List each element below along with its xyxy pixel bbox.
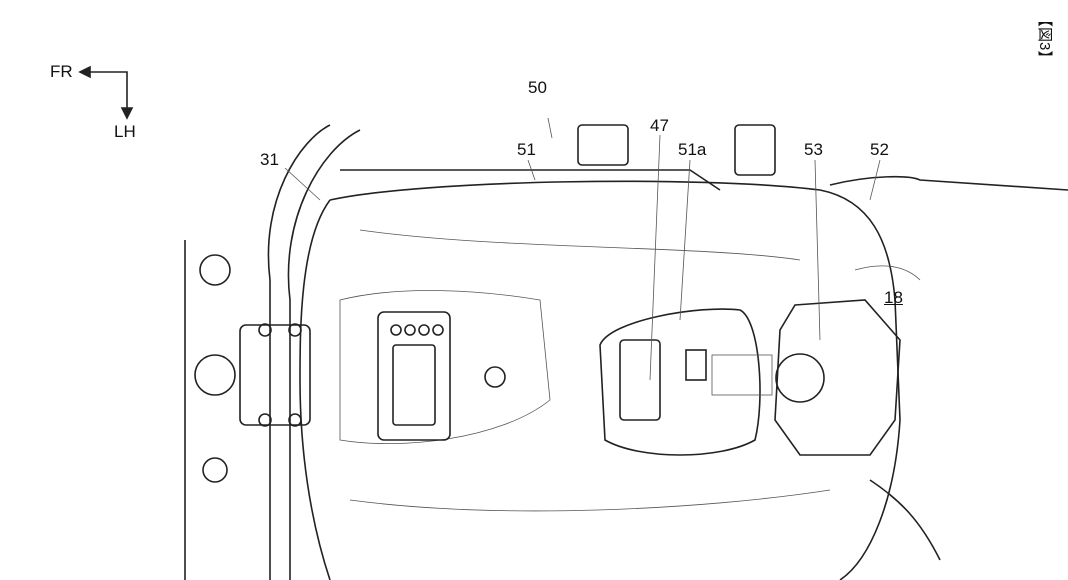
direction-front-label: FR xyxy=(50,62,73,81)
storage-opening xyxy=(599,308,761,456)
upper-parts xyxy=(340,124,776,191)
seat-lock-assembly xyxy=(711,299,901,456)
label-52: 52 xyxy=(870,140,889,159)
label-53: 53 xyxy=(804,140,823,159)
fuel-cap xyxy=(484,366,506,388)
direction-arrows xyxy=(78,65,134,120)
meter-display xyxy=(377,311,451,441)
seat xyxy=(829,175,1068,561)
fuel-tank-cover xyxy=(299,180,901,580)
label-18: 18 xyxy=(884,288,903,307)
leader-lines xyxy=(284,117,881,381)
label-47: 47 xyxy=(650,116,669,135)
label-50: 50 xyxy=(528,78,547,97)
figure-label: 【図3】 xyxy=(1036,12,1053,66)
label-31: 31 xyxy=(260,150,279,169)
label-51: 51 xyxy=(517,140,536,159)
label-51a: 51a xyxy=(678,140,707,159)
handlebar-frame xyxy=(184,124,361,580)
direction-left-label: LH xyxy=(114,122,136,141)
